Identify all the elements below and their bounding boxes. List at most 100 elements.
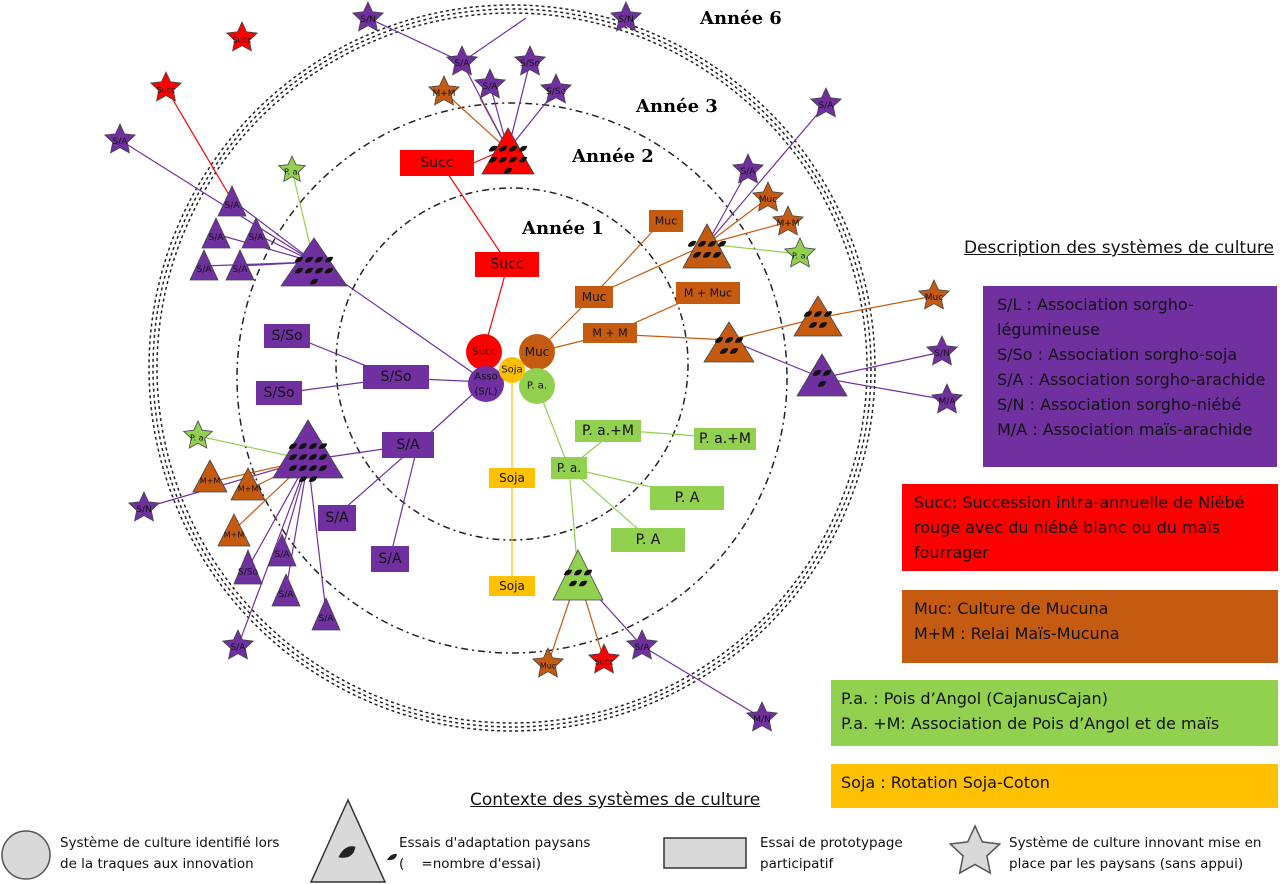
innovation-star <box>351 1 385 32</box>
prototyping-rect <box>371 546 409 572</box>
innovation-star <box>149 71 183 102</box>
star-label: S/So <box>520 59 540 69</box>
leaf-icon <box>298 443 308 449</box>
edge-line <box>706 197 769 245</box>
circle-label: Asso <box>474 372 497 383</box>
leaf-icon <box>309 278 319 285</box>
leaf-icon <box>298 465 308 471</box>
year-labels: Année 6 Année 3 Année 2 Année 1 <box>521 8 782 239</box>
star-label: S/A <box>455 59 471 69</box>
prototyping-rect <box>489 576 535 596</box>
leaf-icon <box>298 476 308 482</box>
edge-line <box>231 199 315 263</box>
legend-leaf-icon <box>338 846 356 858</box>
desc-purple-line-4: S/A : Association sorgho-arachide <box>997 370 1266 389</box>
rect-label: S/A <box>396 437 420 453</box>
triangle-label: S/A <box>197 265 213 275</box>
innovation-star <box>771 205 805 236</box>
trial-triangle <box>230 467 266 501</box>
leaf-icon <box>308 476 318 482</box>
star-label: Succ <box>157 86 176 95</box>
identified-system-circle <box>519 368 555 404</box>
leaf-icon <box>734 337 744 343</box>
rect-label: S/So <box>271 328 302 344</box>
prototyping-rect <box>649 210 683 232</box>
edge-line <box>706 221 789 245</box>
innovation-star <box>277 155 307 183</box>
prototyping-rect <box>363 365 429 389</box>
prototyping-rect <box>256 381 302 405</box>
prototyping-rect <box>575 286 613 308</box>
star-label: P. a. <box>792 252 808 261</box>
context-legend-shapes <box>1 798 1002 883</box>
description-yellow-box: Soja : Rotation Soja-Coton <box>831 764 1278 808</box>
edge-line <box>568 467 649 539</box>
leaf-icon <box>729 348 739 354</box>
identified-system-circle <box>519 334 555 370</box>
star-label: M+M <box>432 89 455 99</box>
innovation-star <box>513 45 547 76</box>
star-label: S/A <box>231 643 247 653</box>
triangle-label: S/A <box>225 201 241 211</box>
leaf-icon <box>324 267 334 274</box>
edge-line <box>461 61 509 151</box>
year-6-label: Année 6 <box>699 8 782 29</box>
innovation-star <box>783 237 817 268</box>
rect-label: S/A <box>325 510 349 526</box>
leaf-icon <box>518 156 528 163</box>
trial-triangle <box>217 513 251 547</box>
leaf-icon <box>813 311 823 317</box>
circle-label: Muc <box>525 345 550 359</box>
leaf-icon <box>724 337 734 343</box>
star-label: Muc <box>925 293 943 303</box>
leaf-icon <box>518 145 528 152</box>
leaf-icon <box>573 569 583 576</box>
leaf-icon <box>817 381 827 387</box>
rect-label: P. A <box>675 490 700 506</box>
triangle-label: S/A <box>249 233 265 243</box>
trial-triangle <box>267 533 297 567</box>
innovation-star <box>917 279 951 310</box>
leaf-icon <box>822 370 832 376</box>
rect-label: S/So <box>263 385 294 401</box>
triangle-label: M+M <box>238 485 259 494</box>
star-label: M/N <box>753 715 771 725</box>
circle-label: P. a. <box>527 381 547 392</box>
leaf-icon <box>288 454 298 460</box>
leaf-icon <box>808 322 818 328</box>
leaf-icon <box>308 454 318 460</box>
rect-label: S/So <box>380 369 411 385</box>
innovation-star <box>745 701 779 732</box>
triangle-label: S/A <box>209 233 225 243</box>
star-label: P. a. <box>284 168 300 177</box>
leaf-icon <box>697 240 707 247</box>
leaf-icon <box>583 569 593 576</box>
leaf-icon <box>712 251 722 258</box>
star-label: S/N <box>136 505 151 515</box>
prototyping-rect <box>551 457 587 479</box>
innovation-star <box>127 491 161 522</box>
leaf-icon <box>294 267 304 274</box>
star-label: S/A <box>483 82 499 92</box>
innovation-star <box>103 123 137 154</box>
year-2-label: Année 2 <box>571 146 654 167</box>
leaf-icon <box>308 465 318 471</box>
desc-purple-line-2: légumineuse <box>997 320 1100 339</box>
rect-label: P. a.+M <box>582 423 634 439</box>
innovation-star <box>809 87 843 118</box>
edge-line <box>817 295 935 319</box>
desc-purple-line-5: S/N : Association sorgho-niébé <box>997 395 1242 414</box>
identified-system-circle <box>468 366 504 402</box>
prototyping-rect <box>264 324 310 348</box>
leaf-icon <box>498 145 508 152</box>
trial-triangle <box>272 419 344 479</box>
prototyping-rect <box>400 150 474 176</box>
trial-triangle <box>225 249 255 281</box>
triangle-label: S/A <box>319 614 335 624</box>
star-label: M+M <box>776 219 799 229</box>
prototyping-rect <box>611 528 685 552</box>
triangle-label: M+M <box>200 477 221 486</box>
rect-label: M + Muc <box>684 287 732 300</box>
identified-system-circle <box>466 334 502 370</box>
circle-label: Succ <box>472 347 496 358</box>
